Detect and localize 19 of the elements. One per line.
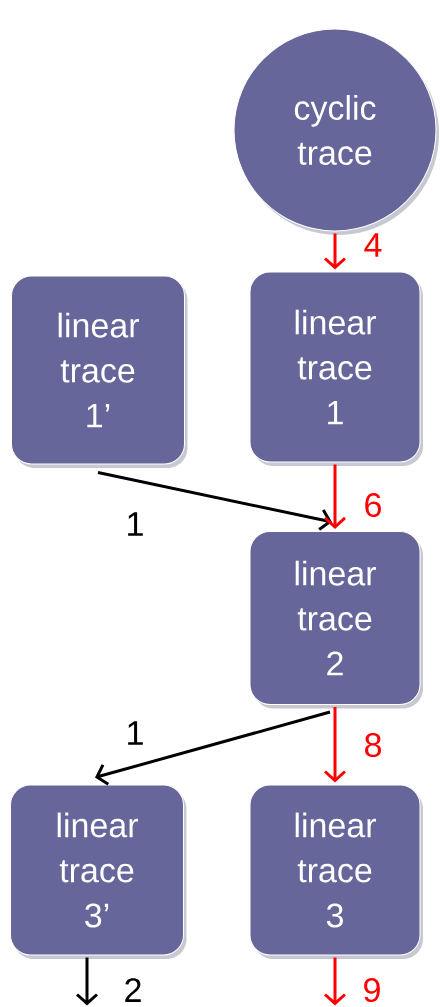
edge-label: 8 <box>362 731 384 759</box>
arrow <box>95 710 331 786</box>
arrow <box>97 471 332 531</box>
arrow <box>324 233 346 270</box>
rounded-box: linear trace 3’ <box>10 784 187 959</box>
arrow <box>324 957 346 1006</box>
rounded-box: linear trace 1 <box>249 271 423 466</box>
rounded-box: linear trace 3 <box>249 784 423 959</box>
arrow <box>76 957 98 1006</box>
edge-label: 1 <box>124 720 146 746</box>
edge-label: 4 <box>362 232 384 258</box>
rounded-box: linear trace 2 <box>249 531 423 709</box>
arrow <box>324 464 346 529</box>
arrow <box>324 707 346 783</box>
edge-label: 9 <box>361 976 383 1004</box>
edge-label: 6 <box>362 491 384 519</box>
edge-label: 2 <box>122 977 144 1003</box>
edge-label: 1 <box>124 511 146 537</box>
rounded-box: linear trace 1’ <box>11 275 188 468</box>
